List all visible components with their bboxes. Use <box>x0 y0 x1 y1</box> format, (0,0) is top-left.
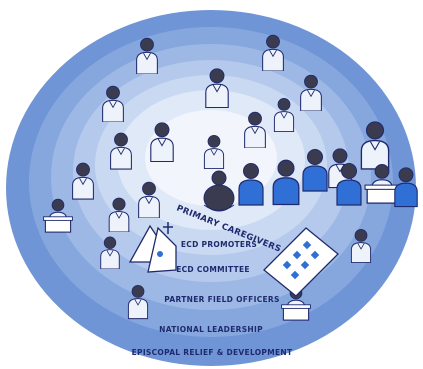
ring-label-promoters: ECD PROMOTERS <box>181 240 257 249</box>
ring-label-national: NATIONAL LEADERSHIP <box>159 325 263 334</box>
ring-label-episcopal: EPISCOPAL RELIEF & DEVELOPMENT <box>132 348 293 357</box>
caregiver-with-baby-icon <box>203 170 235 212</box>
ring-label-field-officers: PARTNER FIELD OFFICERS <box>164 295 279 304</box>
clinic-building-icon <box>263 227 339 297</box>
ring-label-committee: ECD COMMITTEE <box>176 265 250 274</box>
church-icon <box>128 222 177 273</box>
